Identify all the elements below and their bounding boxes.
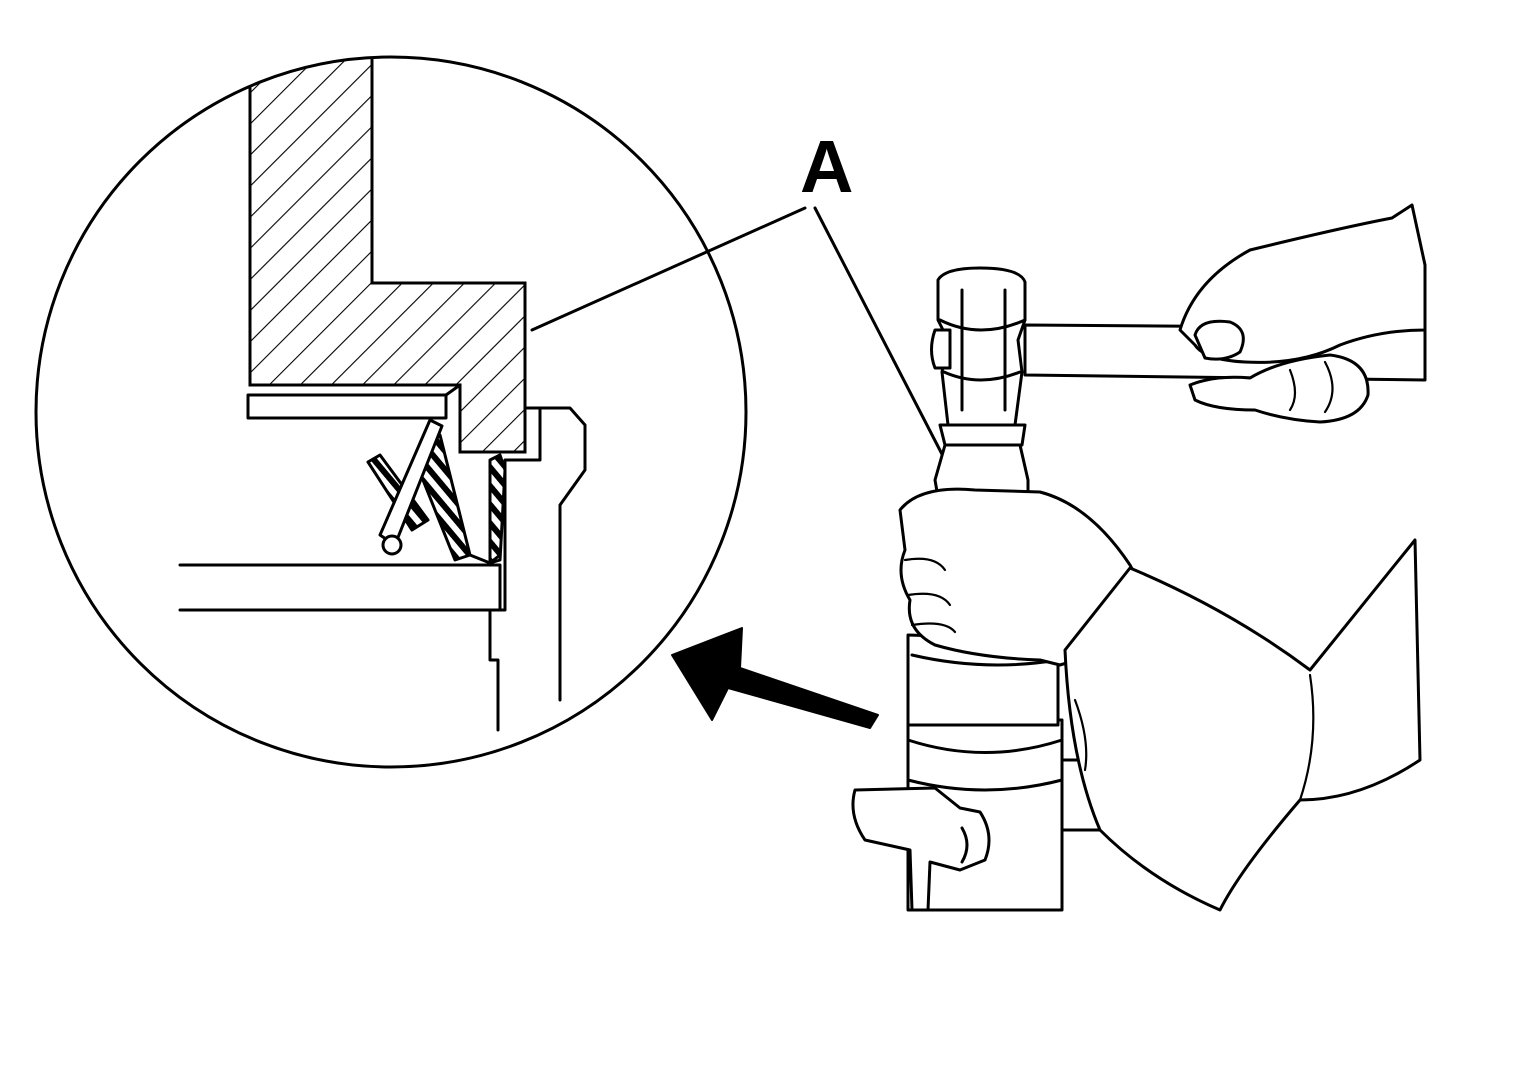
washer-plate [246,393,448,420]
callout-a: A [530,125,947,462]
garter-spring [381,534,403,556]
hand-holding-hammer [1178,203,1427,424]
callout-label: A [800,125,853,208]
callout-leader-right [813,206,947,462]
detail-magnifier [34,55,748,769]
strut-bracket [851,786,991,912]
oil-seal-body [488,453,507,565]
base-surface [178,563,502,612]
callout-leader-left [530,206,807,332]
hammer-head [936,266,1027,427]
hand-holding-tool [898,487,1422,912]
shaft-wall [525,406,587,702]
direction-arrow [671,627,879,729]
